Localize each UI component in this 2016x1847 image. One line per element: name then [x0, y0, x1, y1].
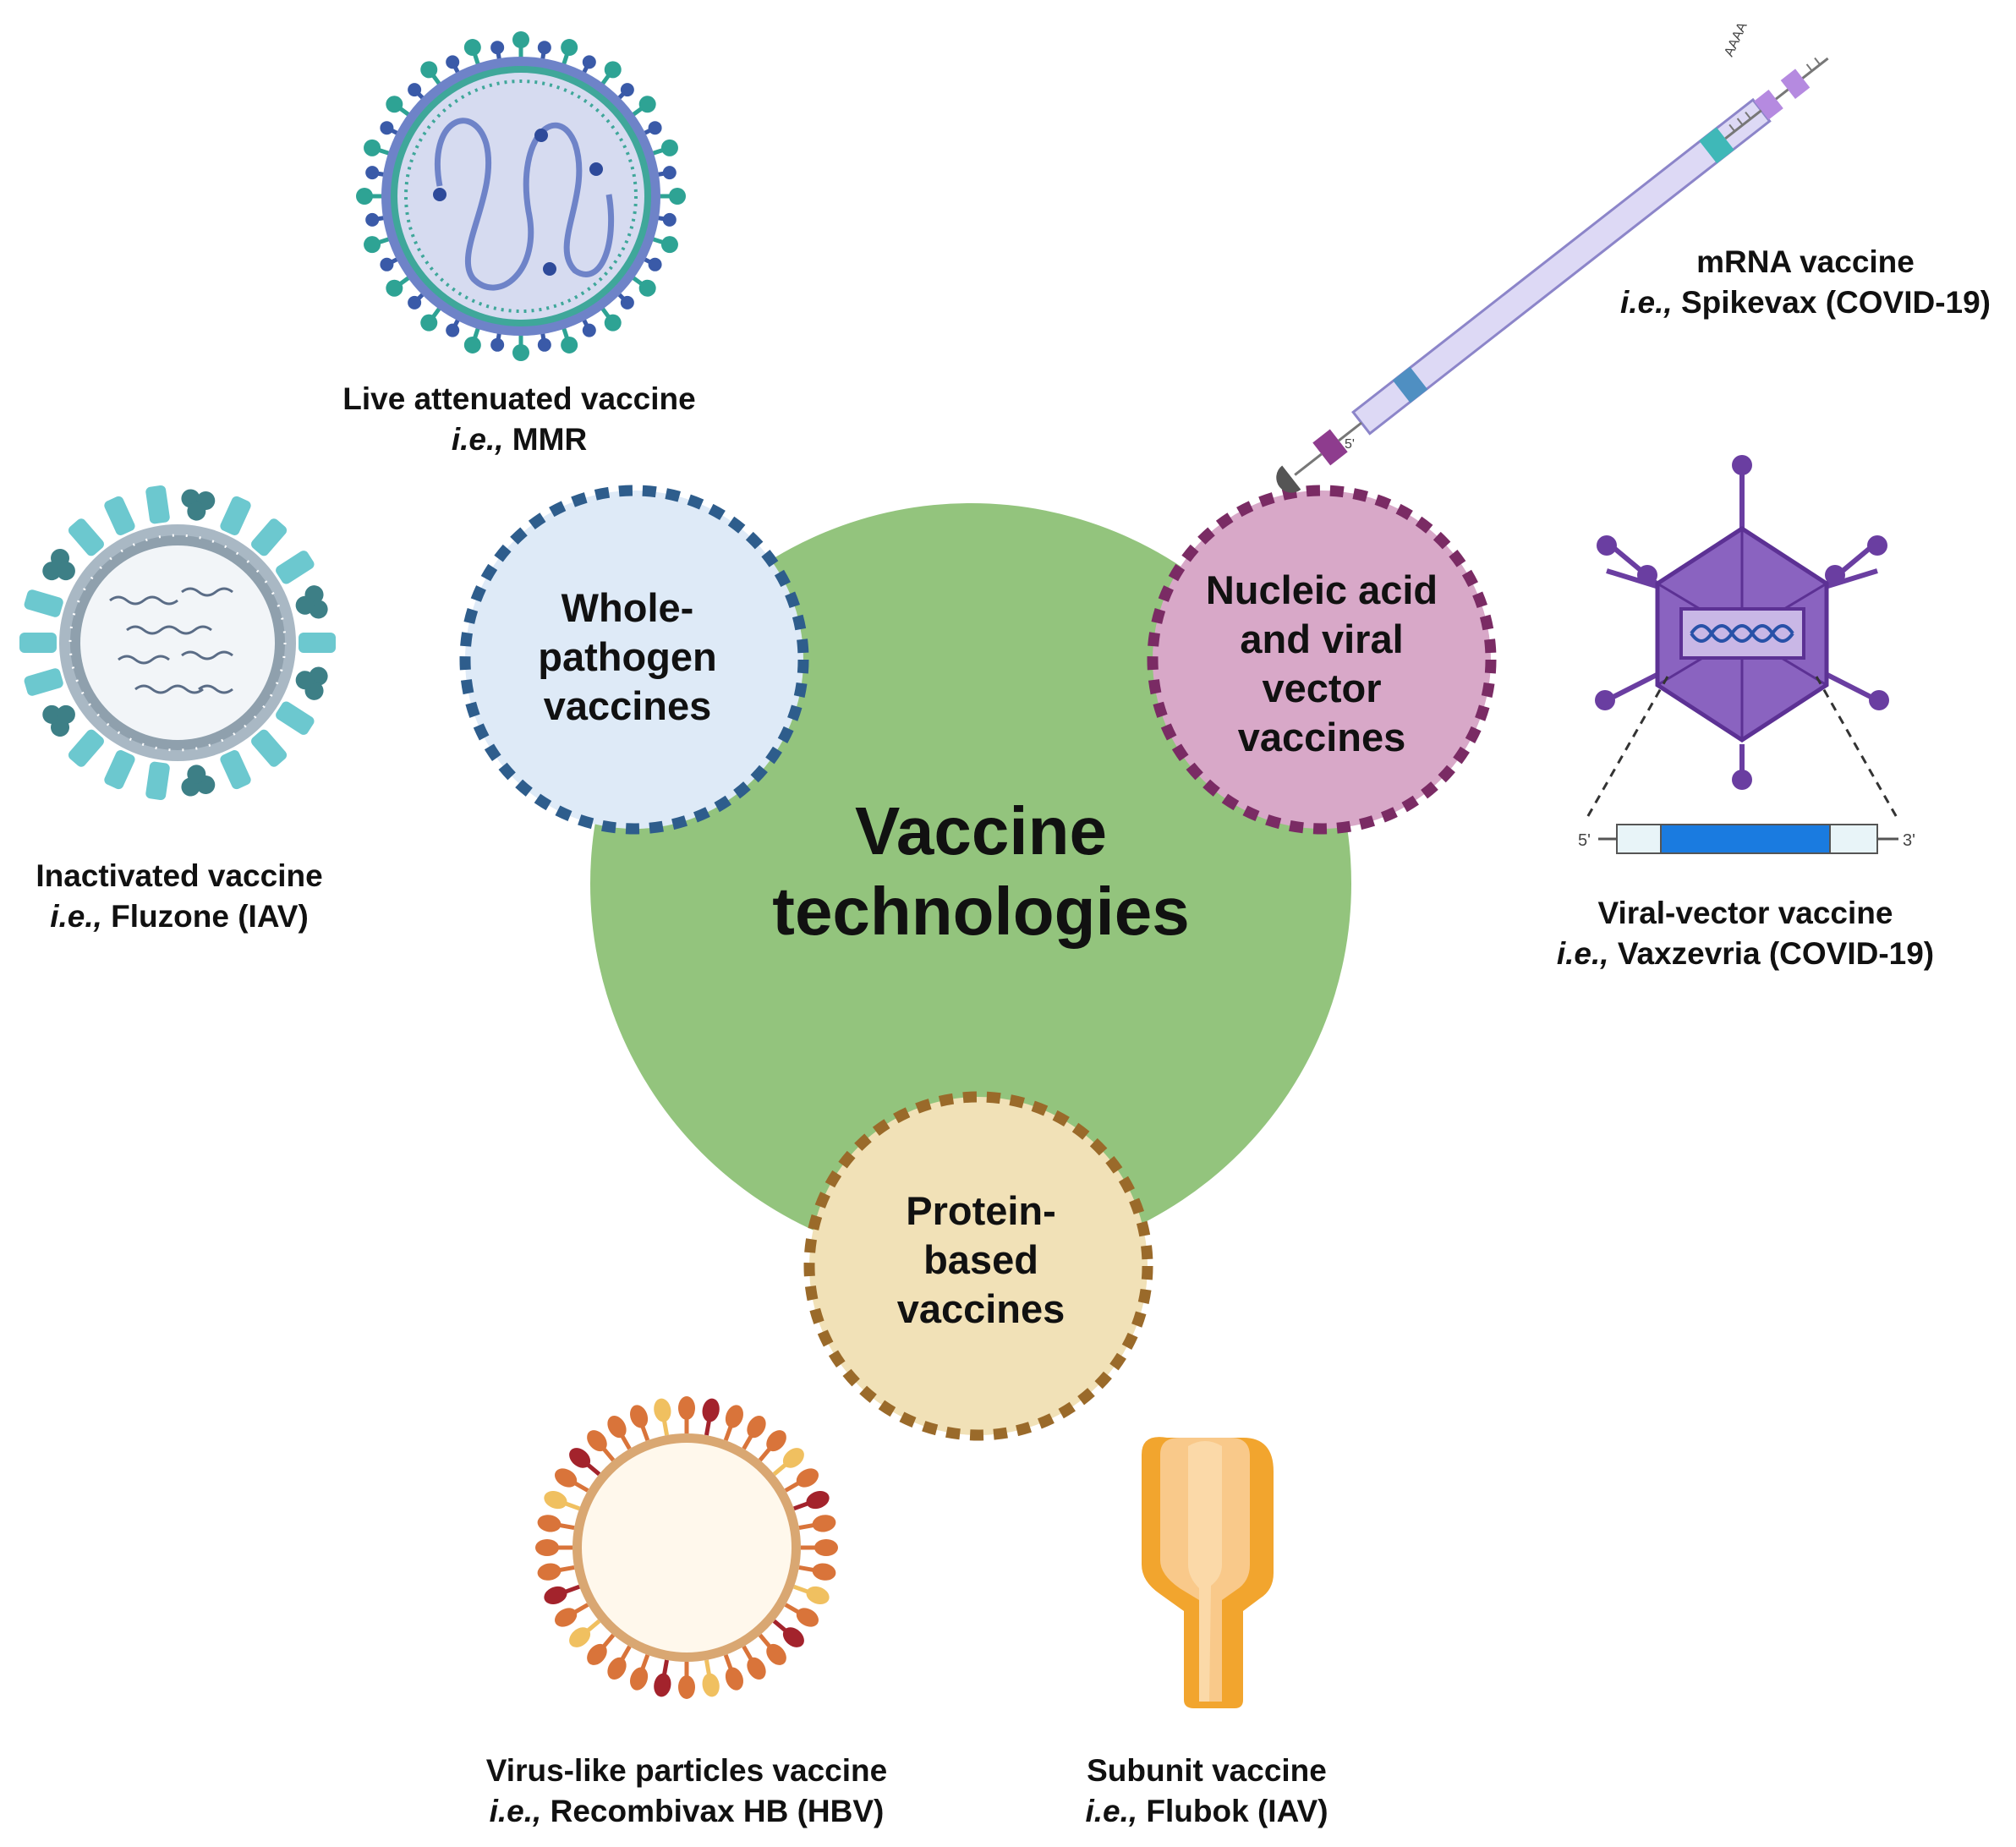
nucleic-acid-label-4: vaccines	[1238, 715, 1406, 759]
whole-pathogen-circle	[459, 485, 809, 835]
whole-pathogen-label-3: vaccines	[544, 683, 712, 728]
vector-five-prime-label: 5'	[1578, 831, 1591, 850]
protein-based-label-2: based	[923, 1237, 1038, 1282]
mrna-five-prime-label: 5'	[1345, 437, 1355, 452]
inactivated-vaccine-name: Fluzone (IAV)	[102, 899, 309, 934]
mrna-poly-a-label: AAAA	[1722, 20, 1750, 59]
subunit-protein-icon	[1142, 1437, 1274, 1708]
subunit-vaccine-example: i.e., Flubok (IAV)	[1085, 1794, 1328, 1828]
vlp-vaccine-name: Recombivax HB (HBV)	[541, 1794, 884, 1828]
subunit-vaccine-name: Flubok (IAV)	[1137, 1794, 1328, 1828]
protein-based-label-1: Protein-	[906, 1188, 1056, 1233]
mrna-vaccine-title: mRNA vaccine	[1696, 244, 1915, 279]
virus-like-particle-icon	[535, 1396, 838, 1699]
live-attenuated-virus-icon	[356, 31, 686, 361]
center-title-line2: technologies	[772, 874, 1189, 949]
inactivated-vaccine-prefix: i.e.,	[50, 899, 102, 934]
viral-vector-vaccine-prefix: i.e.,	[1557, 936, 1609, 971]
whole-pathogen-label-1: Whole-	[562, 585, 694, 630]
live-vaccine-title: Live attenuated vaccine	[342, 381, 695, 416]
nucleic-acid-label-2: and viral	[1240, 617, 1403, 661]
protein-based-circle	[803, 1091, 1153, 1441]
inactivated-vaccine-example: i.e., Fluzone (IAV)	[50, 899, 309, 934]
viral-vector-icon: 5' 3'	[1578, 455, 1915, 854]
live-vaccine-example: i.e., MMR	[452, 422, 587, 457]
inactivated-vaccine-title: Inactivated vaccine	[36, 858, 322, 893]
subunit-vaccine-title: Subunit vaccine	[1087, 1753, 1327, 1788]
vlp-vaccine-prefix: i.e.,	[490, 1794, 542, 1828]
viral-vector-vaccine-title: Viral-vector vaccine	[1598, 896, 1893, 930]
protein-based-label-3: vaccines	[897, 1286, 1066, 1331]
viral-vector-vaccine-example: i.e., Vaxzevria (COVID-19)	[1557, 936, 1934, 971]
live-vaccine-name: MMR	[504, 422, 588, 457]
mrna-vaccine-prefix: i.e.,	[1620, 285, 1673, 320]
nucleic-acid-label-3: vector	[1262, 666, 1381, 710]
whole-pathogen-label-2: pathogen	[538, 634, 716, 679]
mrna-vaccine-name: Spikevax (COVID-19)	[1673, 285, 1991, 320]
viral-vector-vaccine-name: Vaxzevria (COVID-19)	[1609, 936, 1935, 971]
mrna-strand-icon: 5' AAAA	[1276, 20, 1829, 493]
center-title-line1: Vaccine	[855, 793, 1107, 869]
subunit-vaccine-prefix: i.e.,	[1085, 1794, 1137, 1828]
live-vaccine-prefix: i.e.,	[452, 422, 504, 457]
nucleic-acid-circle	[1147, 485, 1497, 835]
inactivated-virus-icon	[19, 485, 336, 801]
mrna-vaccine-example: i.e., Spikevax (COVID-19)	[1620, 285, 1991, 320]
vlp-vaccine-title: Virus-like particles vaccine	[486, 1753, 887, 1788]
nucleic-acid-label-1: Nucleic acid	[1206, 567, 1438, 612]
vlp-vaccine-example: i.e., Recombivax HB (HBV)	[490, 1794, 885, 1828]
vector-three-prime-label: 3'	[1903, 831, 1915, 850]
